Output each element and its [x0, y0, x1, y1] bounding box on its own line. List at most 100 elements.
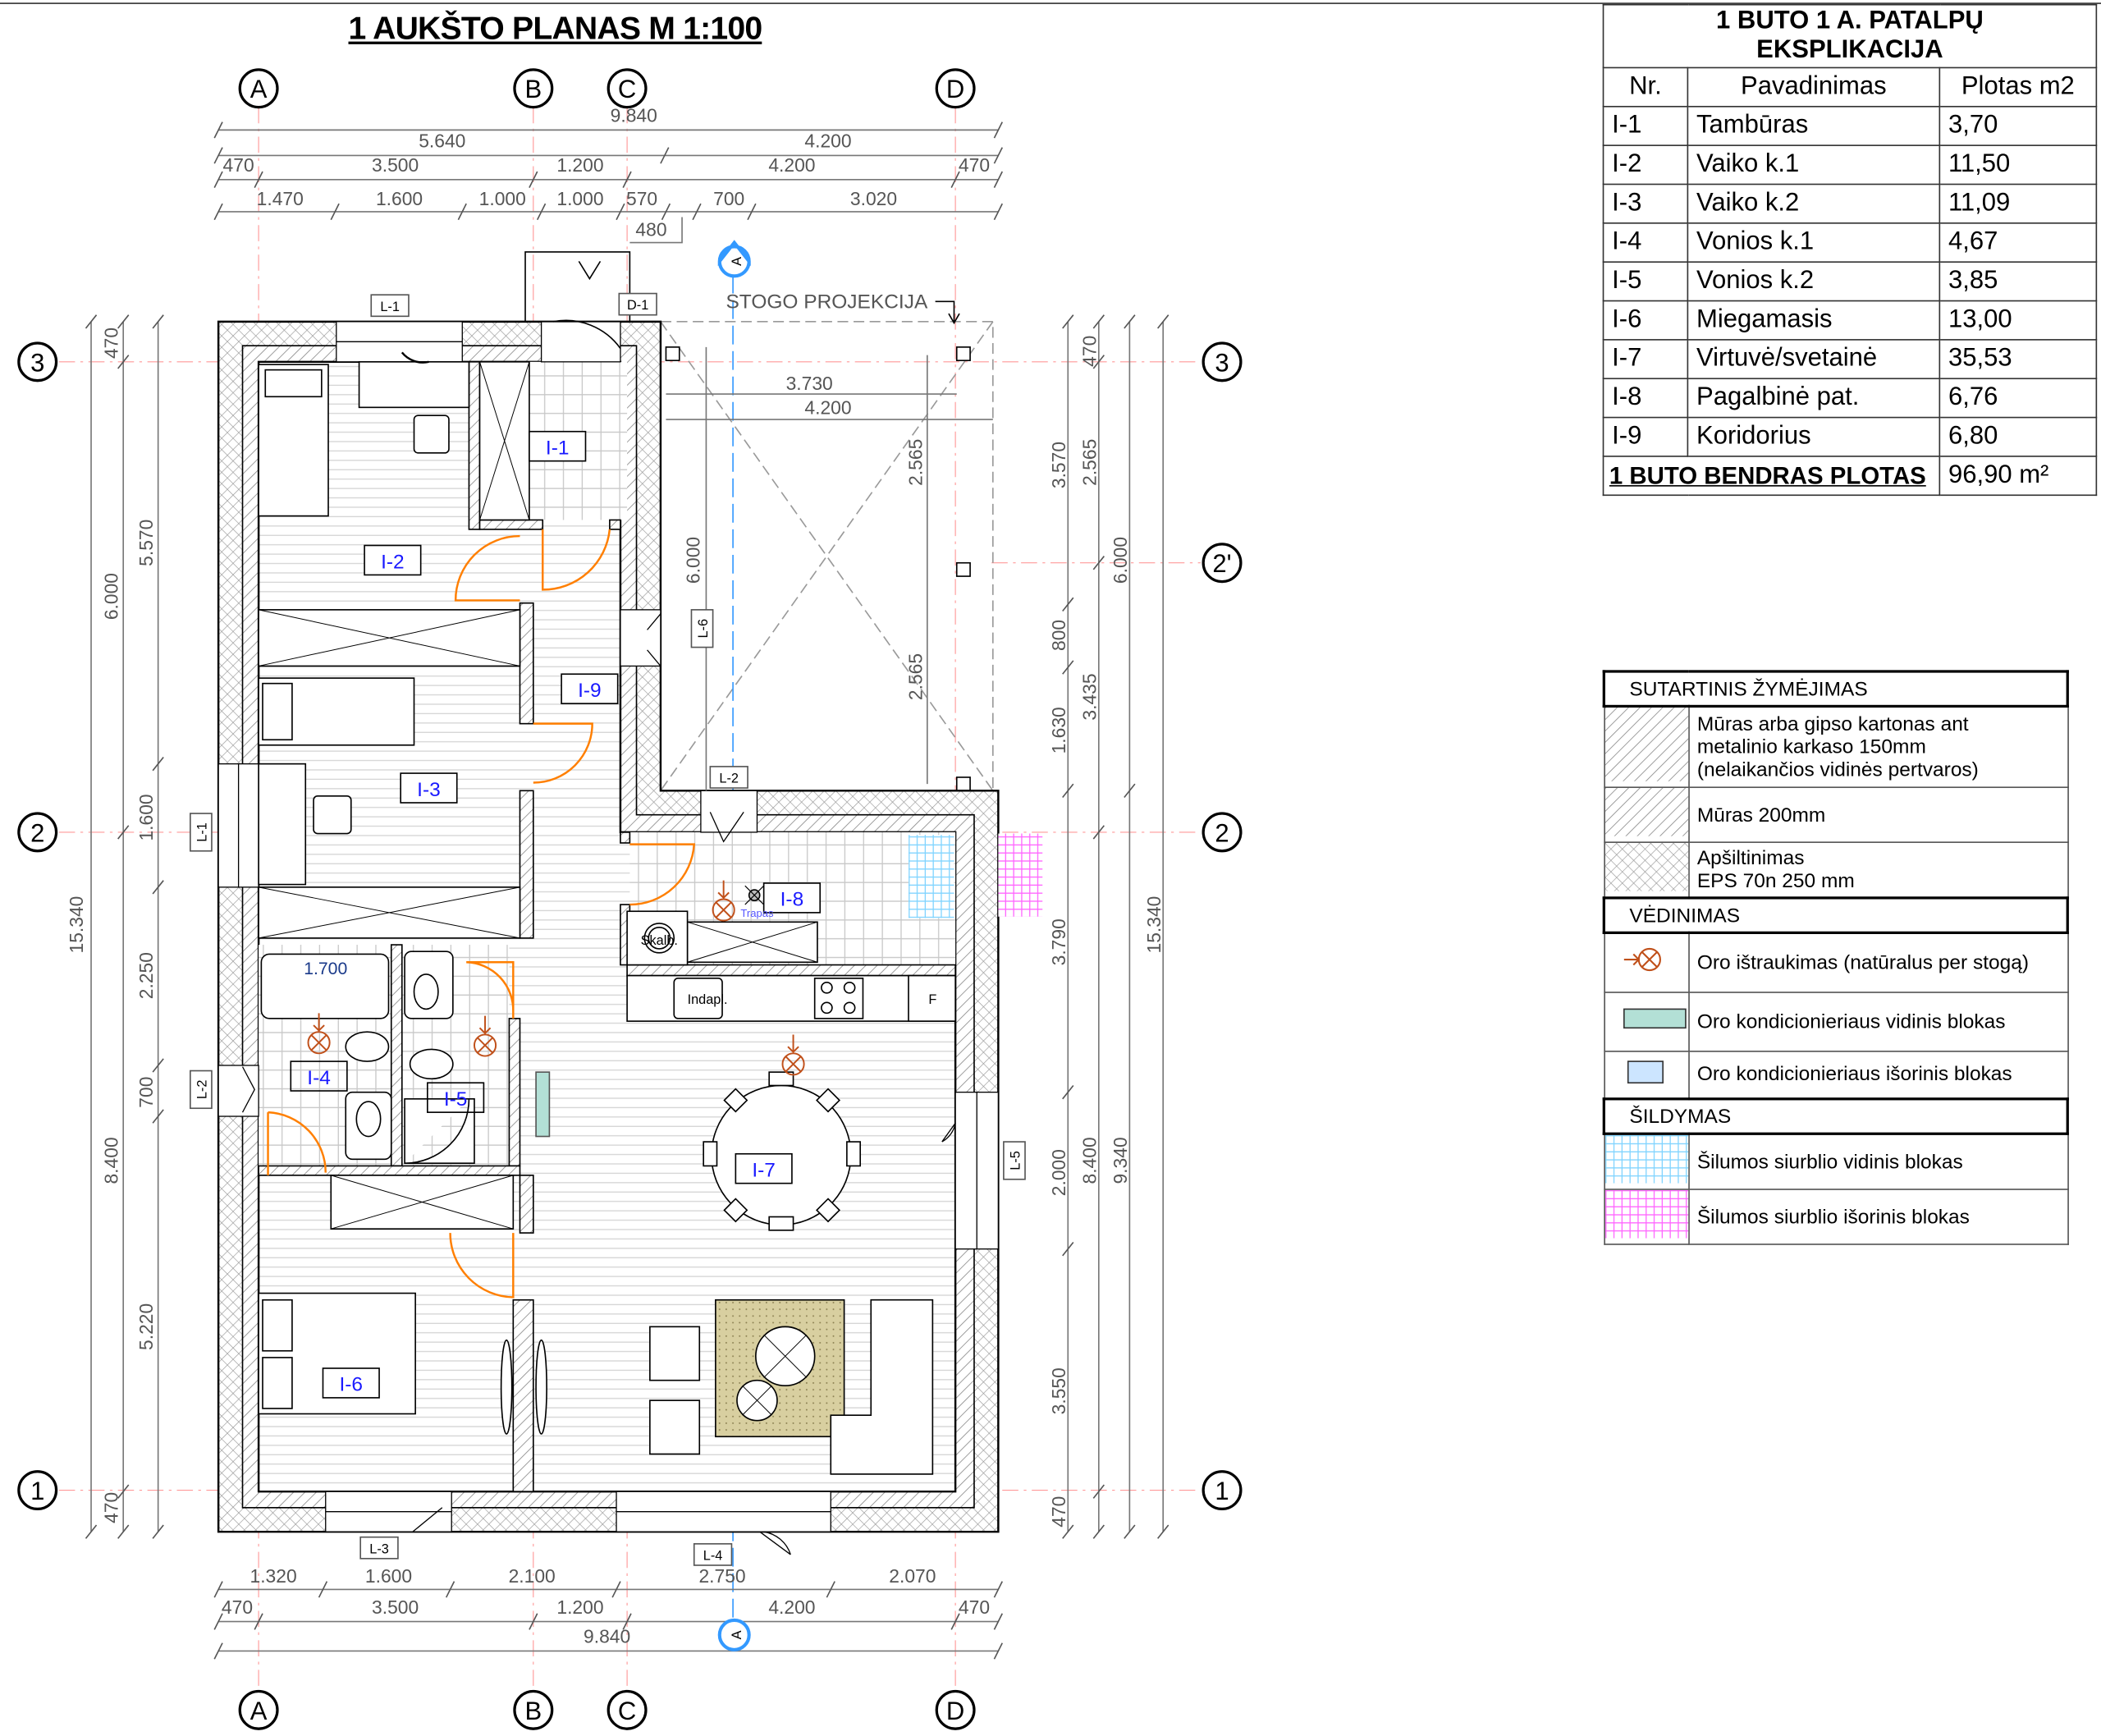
- room-tag: I-8: [780, 889, 804, 911]
- cell-area: 13,00: [1939, 300, 2098, 341]
- cell-nr: I-1: [1602, 105, 1689, 146]
- dimension-tick: [692, 203, 702, 221]
- opening-tag: L-4: [703, 1548, 723, 1563]
- dimension-tick: [993, 1613, 1003, 1630]
- heat-pump-indoor-unit: [908, 835, 954, 918]
- section-marker-top: A: [717, 240, 751, 278]
- opening-tag-box: [190, 813, 213, 852]
- legend-partition-line2: metalinio karkaso 150mm: [1696, 735, 1926, 759]
- opening-tag-box: [618, 292, 657, 316]
- opening-tag-box: [690, 609, 714, 648]
- exterior-doors[interactable]: [241, 613, 956, 1555]
- axis-bubble: 2: [1202, 812, 1243, 853]
- dimension-tick: [993, 1581, 1003, 1598]
- dimension-text: 2.000: [1048, 1149, 1069, 1196]
- entrance-porch: [524, 251, 631, 323]
- dimension-tick: [457, 203, 467, 221]
- axis-circle: [935, 68, 976, 109]
- room-tag-box: [561, 673, 619, 704]
- masonry-swatch: [1603, 786, 1690, 843]
- radiator-left: [500, 1339, 513, 1435]
- dimension-tick: [1157, 1524, 1170, 1539]
- cell-area: 6,76: [1939, 378, 2098, 419]
- axis-label: A: [250, 75, 268, 103]
- axis-bubble: D: [935, 1689, 976, 1730]
- dimension-text: 4.200: [768, 1596, 815, 1618]
- dimension-text: 3.550: [1048, 1367, 1069, 1414]
- dimension-text: 4.200: [804, 131, 851, 152]
- axis-bubble: 2': [1202, 543, 1243, 584]
- legend-exhaust: Oro ištraukimas (natūralus per stogą): [1687, 932, 2069, 993]
- dimension-ticks: [85, 121, 1170, 1660]
- axis-label: 1: [1215, 1477, 1229, 1505]
- room-tag-box: [735, 1152, 793, 1184]
- toilet-2: [409, 1048, 454, 1080]
- ac-indoor-icon: [1603, 991, 1690, 1051]
- legend-masonry: Mūras 200mm: [1687, 786, 2069, 843]
- opening-tag-box: [359, 1536, 399, 1560]
- wardrobes: [258, 361, 818, 1230]
- interior-partitions: [258, 361, 956, 1493]
- dimension-text: 4.200: [768, 154, 815, 176]
- dimension-text: 1.630: [1048, 707, 1069, 753]
- desk-room3: [258, 763, 307, 886]
- dimension-tick: [152, 880, 164, 895]
- dimension-tick: [622, 171, 632, 188]
- dimension-tick: [117, 355, 130, 369]
- dimension-tick: [152, 756, 164, 772]
- axis-label: D: [946, 75, 964, 103]
- dimension-text: 470: [959, 1596, 990, 1618]
- furniture: [258, 361, 956, 1475]
- hp-indoor-swatch: [1603, 1133, 1690, 1190]
- dimension-tick: [85, 314, 98, 329]
- legend-hp-outdoor: Šilumos siurblio išorinis blokas: [1687, 1189, 2069, 1245]
- dimension-tick: [993, 171, 1003, 188]
- armchair-1: [649, 1326, 701, 1381]
- dimension-text: 15.340: [1143, 896, 1165, 954]
- entrance-door-swing[interactable]: [553, 319, 621, 349]
- dimension-text: 5.640: [419, 131, 465, 152]
- openings[interactable]: [217, 321, 1000, 1532]
- fridge-label: F: [928, 992, 936, 1007]
- dimension-tick: [254, 1613, 263, 1630]
- dimension-tick: [1124, 783, 1136, 798]
- axis-circle: [513, 1689, 554, 1730]
- dimension-tick: [254, 171, 263, 188]
- cell-name: Virtuvė/svetainė: [1687, 339, 1941, 380]
- dimension-text: 2.565: [1079, 439, 1101, 486]
- legend-insulation-line2: EPS 70n 250 mm: [1696, 869, 1855, 893]
- axis-bubble: 1: [17, 1470, 58, 1511]
- cell-nr: I-2: [1602, 144, 1689, 186]
- dimension-tick: [213, 1642, 223, 1660]
- dimension-text: 3.730: [786, 373, 833, 394]
- axis-bubble: B: [513, 1689, 554, 1730]
- dimension-tick: [1092, 355, 1105, 369]
- dimension-text: 9.840: [611, 105, 657, 126]
- dimension-text: 6.000: [682, 537, 703, 584]
- insulation-swatch: [1603, 841, 1690, 899]
- legend-ac-indoor: Oro kondicionieriaus vidinis blokas: [1687, 991, 2069, 1051]
- dimension-text: 1.200: [556, 1596, 603, 1618]
- dimension-tick: [993, 1642, 1003, 1660]
- axis-bubble: A: [238, 68, 279, 109]
- dining-chairs: [703, 1071, 862, 1231]
- dimension-tick: [1062, 1084, 1074, 1100]
- door-swings[interactable]: [267, 351, 696, 1299]
- axis-label: 3: [30, 348, 44, 377]
- drawing-title: 1 AUKŠTO PLANAS M 1:100: [348, 11, 763, 48]
- cell-nr: I-5: [1602, 261, 1689, 302]
- opening-tag-box: [190, 1070, 213, 1110]
- axis-circle: [1202, 543, 1243, 584]
- dimension-text: 570: [626, 188, 657, 209]
- ac-indoor-unit: [535, 1071, 551, 1138]
- dimension-text: 700: [713, 188, 744, 209]
- cell-area: 35,53: [1939, 339, 2098, 380]
